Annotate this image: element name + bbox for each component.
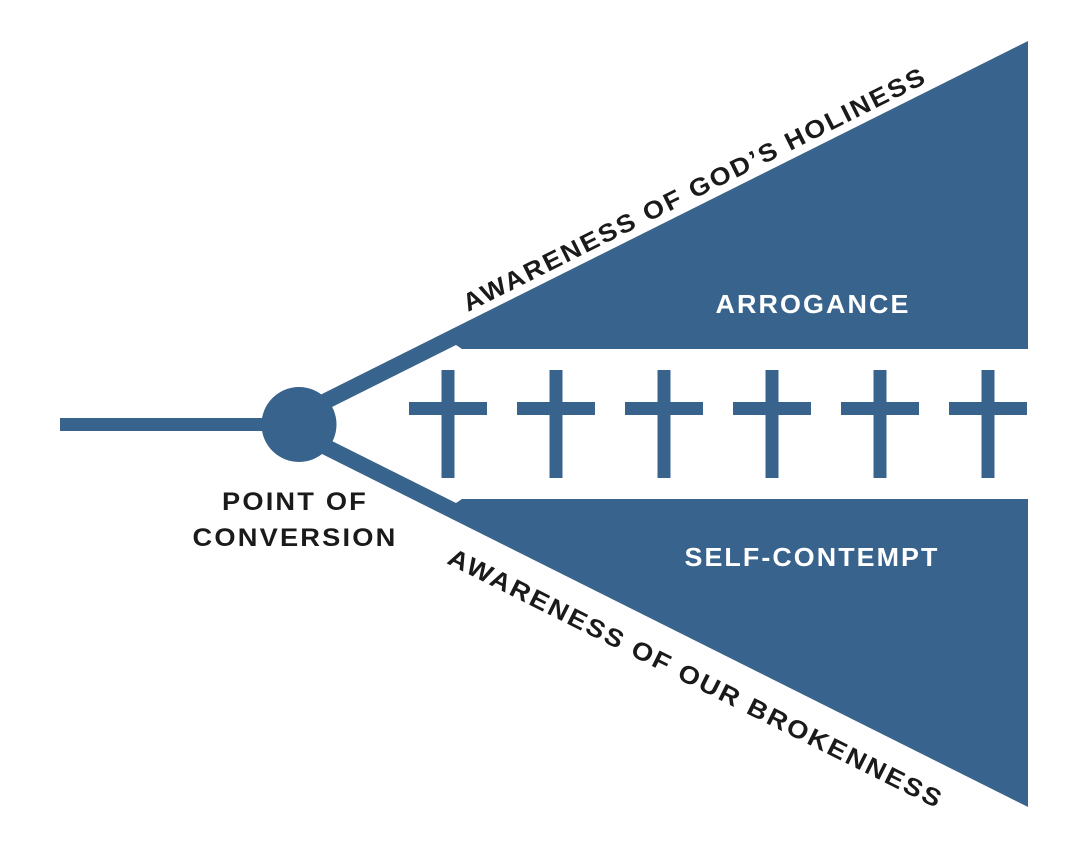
cross-horizontal-bar	[733, 402, 811, 415]
cross-vertical-bar	[441, 370, 455, 478]
cross-icon	[625, 370, 703, 478]
cross-vertical-bar	[657, 370, 671, 478]
self-contempt-label: SELF-CONTEMPT	[685, 542, 940, 572]
upper-wedge-holiness	[300, 41, 1028, 418]
cross-horizontal-bar	[625, 402, 703, 415]
cross-icon	[517, 370, 595, 478]
cross-icon	[409, 370, 487, 478]
cross-vertical-bar	[873, 370, 887, 478]
cross-horizontal-bar	[841, 402, 919, 415]
cross-horizontal-bar	[517, 402, 595, 415]
cross-horizontal-bar	[409, 402, 487, 415]
timeline-line	[60, 418, 280, 431]
conversion-point-circle	[261, 387, 337, 462]
cross-vertical-bar	[981, 370, 995, 478]
cross-vertical-bar	[765, 370, 779, 478]
cross-vertical-bar	[549, 370, 563, 478]
cross-icon	[949, 370, 1027, 478]
cross-icon	[841, 370, 919, 478]
cross-horizontal-bar	[949, 402, 1027, 415]
arrogance-label: ARROGANCE	[716, 289, 911, 319]
point-of-conversion-label-line2: CONVERSION	[193, 524, 398, 552]
point-of-conversion-label-line1: POINT OF	[222, 488, 368, 516]
lower-wedge-brokenness	[300, 430, 1028, 807]
crosses-group	[409, 370, 1027, 478]
cross-icon	[733, 370, 811, 478]
